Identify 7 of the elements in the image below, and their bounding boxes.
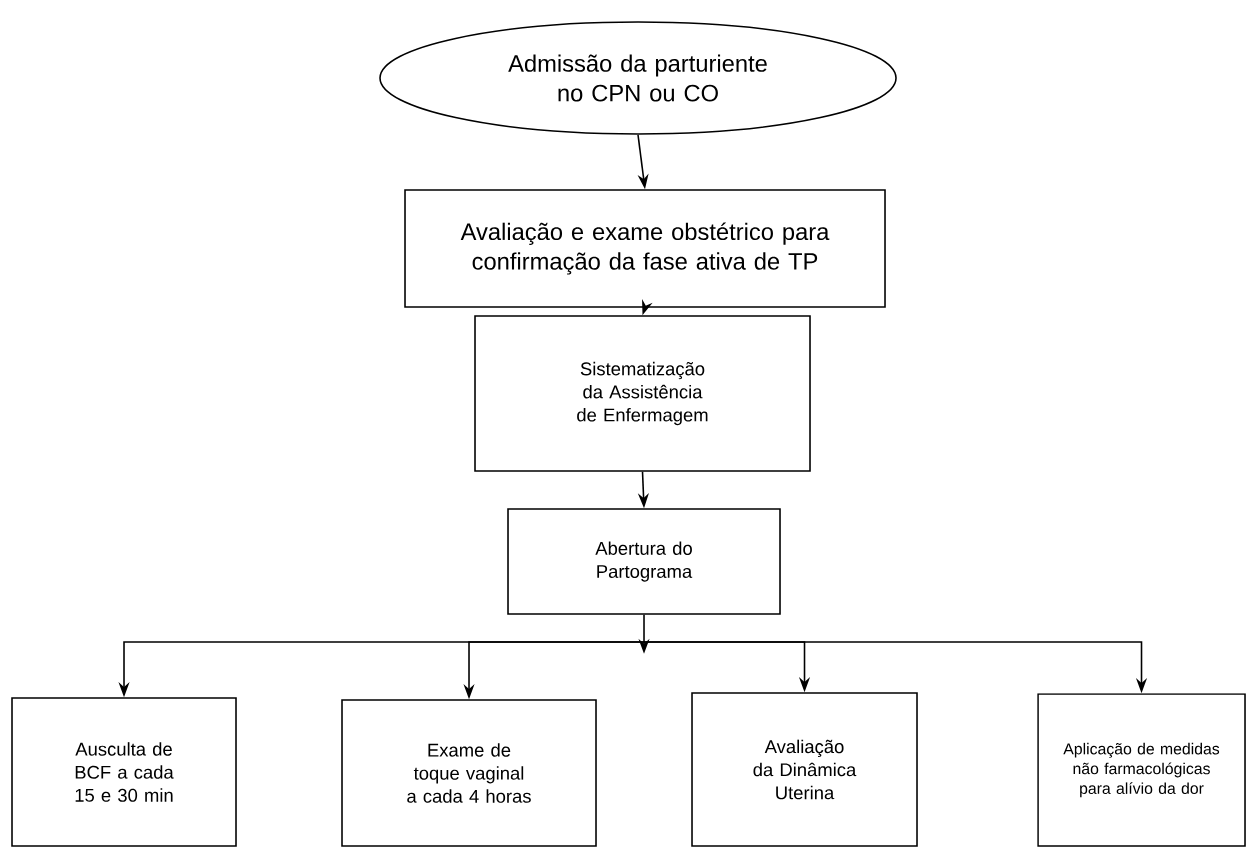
process-box: Avaliação e exame obstétrico para confirmação da fase ativa de TP [404, 189, 886, 308]
process-box: Avaliação da Dinâmica Uterina [691, 692, 918, 847]
process-box: Sistematização da Assistência de Enfermagem [474, 315, 811, 472]
process-box: Abertura do Partograma [507, 508, 781, 615]
process-box: Aplicação de medidas não farmacológicas para alívio da dor [1037, 693, 1246, 847]
process-box: Exame de toque vaginal a cada 4 horas [341, 699, 597, 847]
process-box: Ausculta de BCF a cada 15 e 30 min [11, 697, 237, 847]
